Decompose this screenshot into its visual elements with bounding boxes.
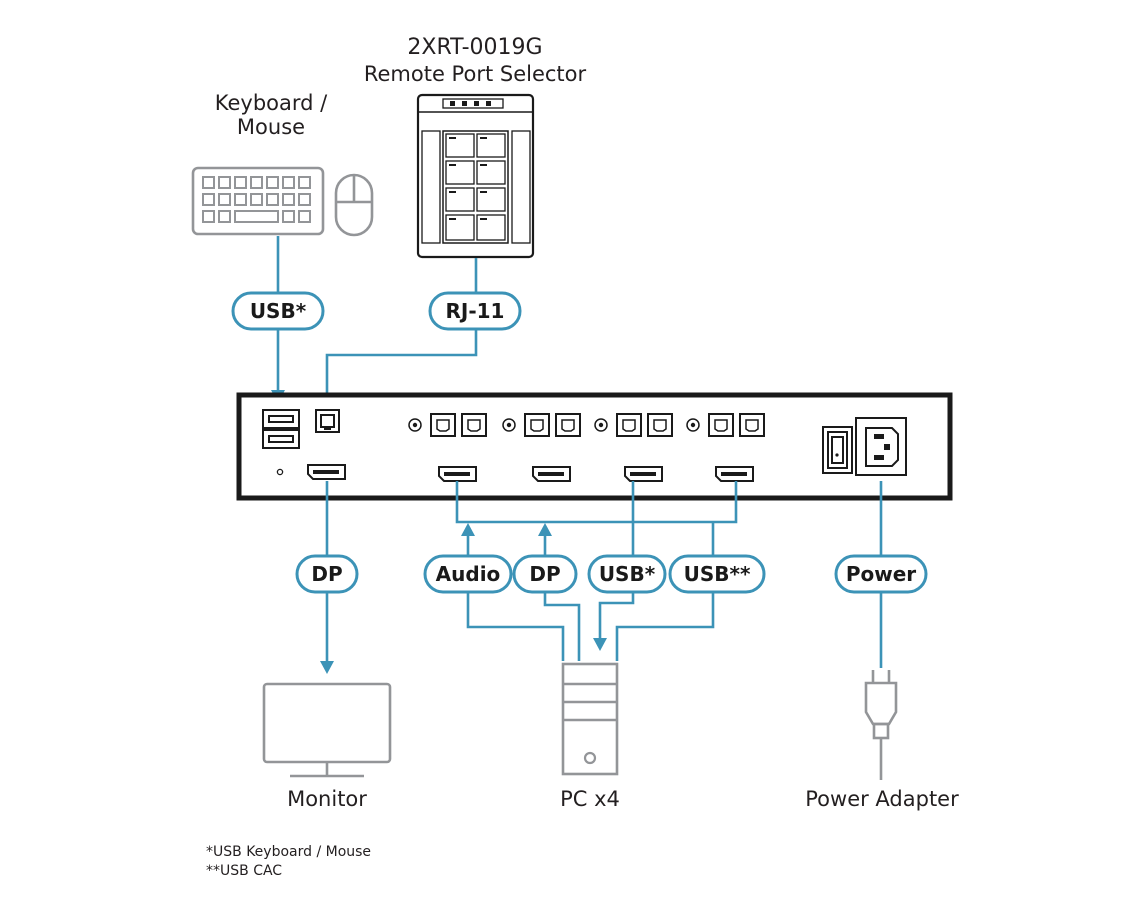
usb-cac-connector-label: USB** (668, 554, 766, 594)
power-inlet-icon (855, 417, 907, 476)
audio-connector-label: Audio (423, 554, 513, 594)
rj11-connector-label: RJ-11 (428, 291, 522, 331)
monitor-icon (262, 682, 392, 778)
pc-tower-icon (561, 662, 619, 776)
console-dp-port (307, 464, 346, 480)
rj11-cable (325, 258, 478, 412)
svg-text:DP: DP (311, 562, 342, 586)
svg-text:USB**: USB** (684, 562, 751, 586)
svg-text:USB*: USB* (599, 562, 656, 586)
svg-text:USB*: USB* (250, 299, 307, 323)
pc-label: PC x4 (560, 787, 620, 811)
power-connector-label: Power (834, 554, 928, 594)
power-adapter-label: Power Adapter (805, 787, 959, 811)
keyboard-icon (191, 166, 325, 236)
dp-monitor-connector-label: DP (295, 554, 359, 594)
pc-bus-cable (455, 481, 738, 555)
pc2-port-group (502, 413, 581, 437)
pc3-port-group (594, 413, 673, 437)
keyboard-mouse-label-line1: Keyboard / (215, 91, 328, 115)
reset-hole (276, 468, 284, 476)
svg-text:Power: Power (846, 562, 916, 586)
footnote-usb-kbm: *USB Keyboard / Mouse (206, 844, 371, 860)
power-plug-icon (864, 670, 898, 780)
svg-text:RJ-11: RJ-11 (446, 299, 505, 323)
power-switch-icon (822, 426, 853, 474)
pc1-port-group (408, 413, 487, 437)
remote-selector-name-label: Remote Port Selector (364, 62, 587, 86)
console-usb-ports (262, 409, 300, 449)
svg-text:DP: DP (529, 562, 560, 586)
usb-kbm-connector-label: USB* (231, 291, 325, 331)
footnote-usb-cac: **USB CAC (206, 863, 282, 879)
usb-pc-connector-label: USB* (587, 554, 667, 594)
kvm-switch-rear-panel (236, 392, 953, 501)
mouse-icon (334, 173, 374, 237)
dp-pc-connector-label: DP (512, 554, 578, 594)
keyboard-mouse-label-line2: Mouse (237, 115, 305, 139)
remote-selector-model-label: 2XRT-0019G (407, 35, 542, 60)
svg-text:Audio: Audio (436, 562, 501, 586)
rj11-port (315, 409, 340, 433)
pc4-port-group (686, 413, 765, 437)
pc-cable-bundle (466, 593, 715, 661)
monitor-label: Monitor (287, 787, 367, 811)
remote-port-selector-icon (416, 93, 535, 259)
